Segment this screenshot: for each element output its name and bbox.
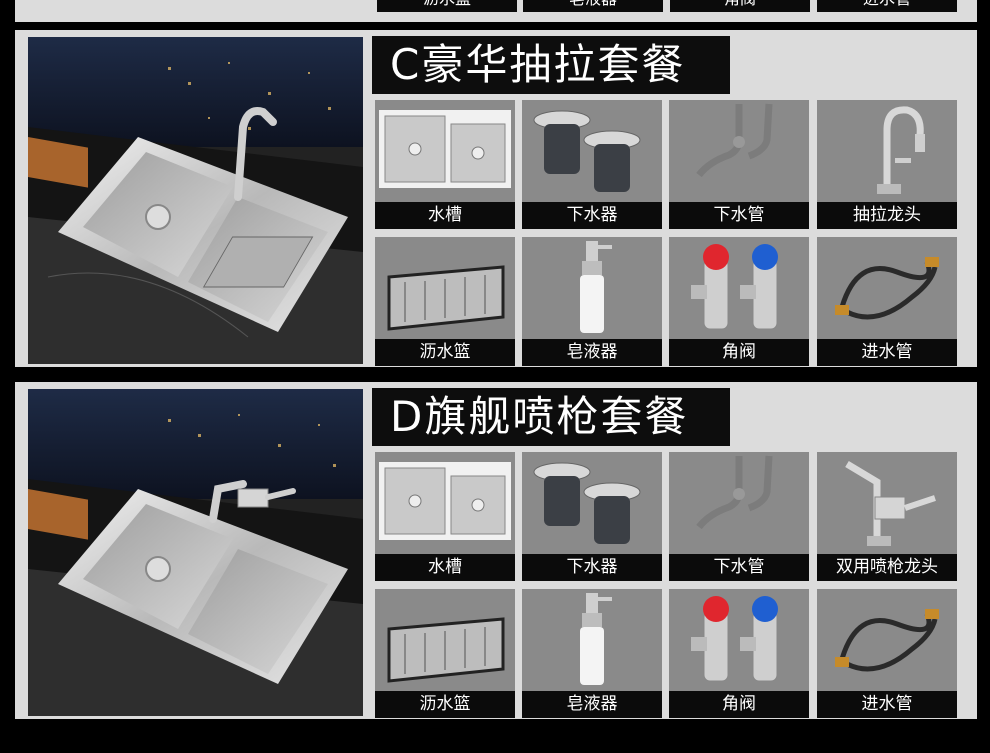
component-tile: 沥水篮 <box>375 589 515 718</box>
package-title: C豪华抽拉套餐 <box>372 36 730 94</box>
component-label: 抽拉龙头 <box>817 202 957 229</box>
component-label: 角阀 <box>669 691 809 718</box>
top-label-basket: 沥水篮 <box>377 0 517 12</box>
component-label: 下水管 <box>669 202 809 229</box>
top-label-hose: 进水管 <box>817 0 957 12</box>
component-label: 沥水篮 <box>375 691 515 718</box>
top-label-valve: 角阀 <box>670 0 810 12</box>
component-label: 下水管 <box>669 554 809 581</box>
component-label: 进水管 <box>817 339 957 366</box>
component-tile: 皂液器 <box>522 237 662 366</box>
component-tile: 抽拉龙头 <box>817 100 957 229</box>
component-tile: 下水器 <box>522 100 662 229</box>
component-tile: 水槽 <box>375 452 515 581</box>
component-label: 进水管 <box>817 691 957 718</box>
component-tile: 角阀 <box>669 589 809 718</box>
component-tile: 下水器 <box>522 452 662 581</box>
top-label-soap: 皂液器 <box>523 0 663 12</box>
previous-set-panel: 沥水篮 皂液器 角阀 进水管 <box>15 0 977 22</box>
component-tile: 皂液器 <box>522 589 662 718</box>
component-label: 下水器 <box>522 202 662 229</box>
component-label: 下水器 <box>522 554 662 581</box>
component-label: 皂液器 <box>522 339 662 366</box>
component-label: 皂液器 <box>522 691 662 718</box>
component-label: 水槽 <box>375 554 515 581</box>
component-label: 双用喷枪龙头 <box>817 554 957 581</box>
component-label: 水槽 <box>375 202 515 229</box>
component-label: 沥水篮 <box>375 339 515 366</box>
sink-product-photo <box>28 37 363 364</box>
component-tile: 下水管 <box>669 100 809 229</box>
component-tile: 双用喷枪龙头 <box>817 452 957 581</box>
component-tile: 沥水篮 <box>375 237 515 366</box>
package-c: C豪华抽拉套餐 水槽 下水器 下水管 抽拉龙头 沥水篮 <box>15 30 977 367</box>
component-tile: 下水管 <box>669 452 809 581</box>
sink-product-photo <box>28 389 363 716</box>
previous-set-strip: 沥水篮 皂液器 角阀 进水管 <box>0 0 990 28</box>
component-tile: 角阀 <box>669 237 809 366</box>
component-label: 角阀 <box>669 339 809 366</box>
package-d: D旗舰喷枪套餐 水槽 下水器 下水管 双用喷枪龙头 沥水篮 <box>15 382 977 719</box>
package-title: D旗舰喷枪套餐 <box>372 388 730 446</box>
component-tile: 进水管 <box>817 237 957 366</box>
component-tile: 水槽 <box>375 100 515 229</box>
component-tile: 进水管 <box>817 589 957 718</box>
